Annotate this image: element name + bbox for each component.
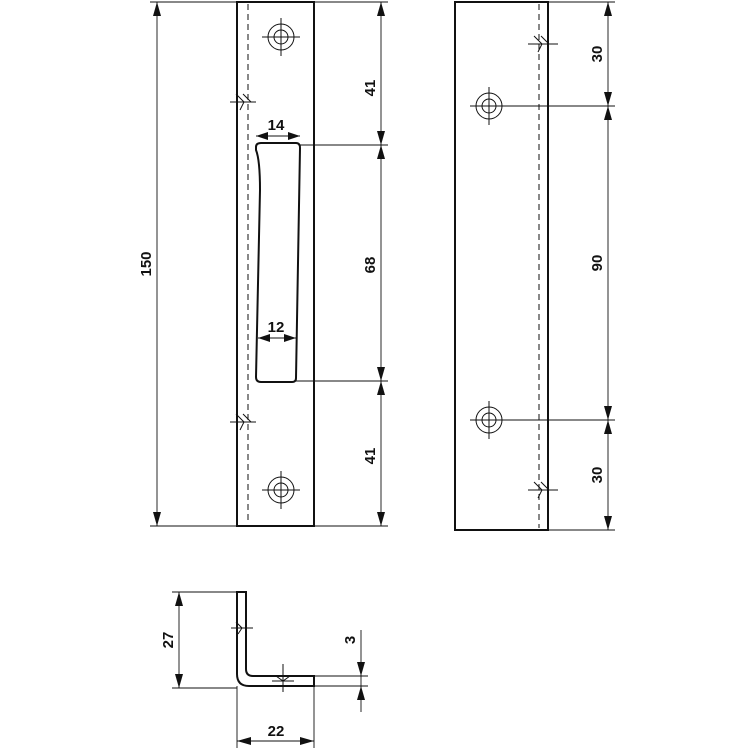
- l-profile-outline: [236, 591, 315, 687]
- side-view-dimensions: 30 90 30: [508, 1, 615, 531]
- side-bottom-countersink-mark: [528, 481, 558, 499]
- profile-countersink-vertical: [231, 621, 253, 635]
- profile-countersink-horizontal: [272, 664, 294, 692]
- dim-overall-length: 150: [138, 251, 155, 276]
- upper-countersink-mark: [230, 93, 256, 111]
- dim-slot-bottom-width: 12: [268, 319, 285, 336]
- side-plate-outline: [454, 1, 549, 531]
- profile-view: [231, 591, 315, 692]
- dim-slot-length: 68: [362, 257, 379, 274]
- dim-slot-top-width: 14: [268, 117, 285, 134]
- dim-hole-spacing: 90: [589, 255, 606, 272]
- dim-thickness: 3: [342, 636, 359, 644]
- dim-top-segment: 41: [362, 80, 379, 97]
- lower-countersink-mark: [230, 413, 256, 431]
- profile-dimensions: 27 3 22: [160, 591, 368, 748]
- dim-profile-height: 27: [160, 632, 177, 649]
- dim-bottom-segment: 41: [362, 448, 379, 465]
- front-view-dimensions: 150 41 68 41 14 12: [138, 1, 388, 527]
- latch-slot: [254, 142, 302, 383]
- dim-hole-edge-bottom: 30: [589, 467, 606, 484]
- dim-hole-edge-top: 30: [589, 46, 606, 63]
- side-view: [454, 1, 558, 531]
- dim-profile-width: 22: [268, 723, 285, 740]
- side-top-countersink-mark: [528, 35, 558, 53]
- front-view: [230, 1, 315, 527]
